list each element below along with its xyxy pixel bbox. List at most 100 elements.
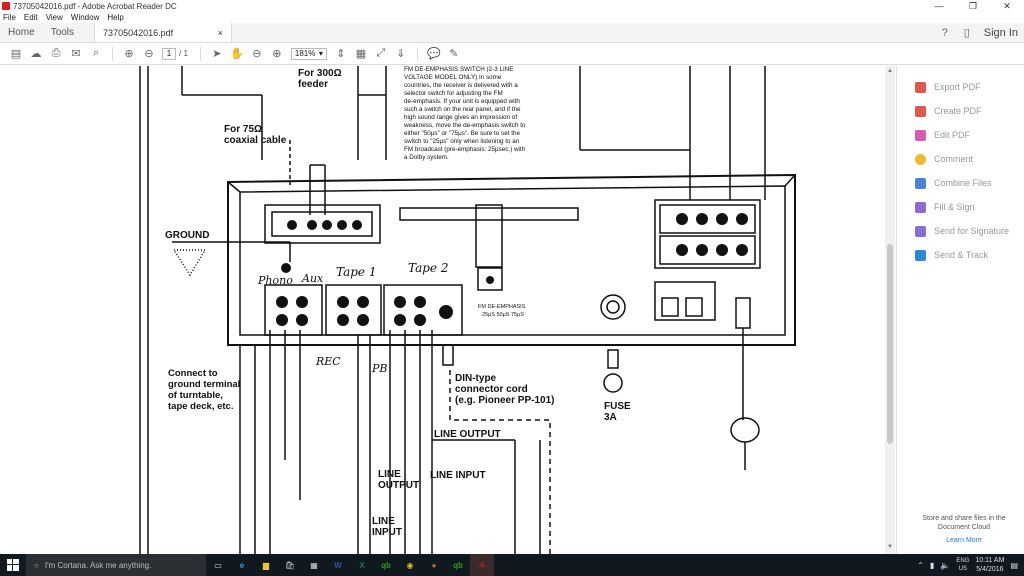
tool-label: Send & Track [934,250,989,260]
menu-window[interactable]: Window [70,13,100,22]
zoom-in-icon[interactable]: ⊕ [272,48,282,60]
label-line-output-left-2: OUTPUT [378,480,419,491]
tool-label: Comment [934,154,974,164]
cortana-search-box[interactable]: ○ I'm Cortana. Ask me anything. [26,554,206,576]
read-mode-icon[interactable]: ⇓ [396,48,406,60]
task-view-icon[interactable]: ▭ [214,560,222,570]
full-screen-icon[interactable]: ⤢ [376,47,386,59]
scroll-down-icon[interactable]: ▼ [887,544,893,550]
sign-in-link[interactable]: Sign In [983,26,1018,39]
file-explorer-icon[interactable]: ▆ [262,560,270,570]
scrollbar-thumb[interactable] [887,244,893,444]
text-line: weakness, move the de-emphasis switch to [403,122,526,129]
comment-icon[interactable]: 💬 [427,48,441,60]
tool-label: Fill & Sign [934,202,975,212]
label-coax-75: For 75Ω [224,124,262,135]
scroll-mode-icon[interactable]: ▦ [355,48,367,60]
restore-button[interactable]: ❐ [968,0,978,11]
tool-fill-sign[interactable]: Fill & Sign [915,200,975,214]
upload-cloud-icon[interactable]: ☁ [30,48,42,60]
text-line: either "50μs" or "75μs". Be sure to set … [404,130,520,137]
close-button[interactable]: ✕ [1003,0,1011,11]
tab-document[interactable]: 73705042016.pdf × [94,23,233,42]
firefox-icon[interactable]: ● [431,560,437,570]
label-connect-4: tape deck, etc. [168,401,233,412]
label-pb: PB [371,362,388,375]
text-line: high sound range gives an impression of [404,114,517,121]
deemphasis-text-block: FM DE-EMPHASIS SWITCH (2-3 LINE VOLTAGE … [403,66,526,161]
page-number-input[interactable]: 1 [162,47,176,60]
label-connect-2: ground terminal [168,379,240,390]
label-din-3: (e.g. Pioneer PP-101) [455,395,554,406]
document-scrollbar[interactable]: ▲ ▼ [885,66,895,554]
acrobat-taskbar-icon[interactable]: ⟁ [470,554,494,576]
region-code: US [958,566,968,572]
select-cursor-icon[interactable]: ➤ [212,48,222,60]
zoom-select[interactable]: 181% ▾ [290,47,327,60]
text-line: selector switch for adjusting the FM [404,90,503,97]
next-page-icon[interactable]: ⊖ [144,48,154,60]
show-hidden-icons-icon[interactable]: ⌃ [917,560,924,570]
text-line: FM broadcast (pre-emphasis: 25μsec.) wit… [404,146,526,153]
clock[interactable]: 10:11 AM 5/4/2016 [975,556,1004,574]
help-icon[interactable]: ? [941,26,948,39]
volume-icon[interactable]: 🔈 [940,560,951,570]
menu-help[interactable]: Help [107,13,124,22]
learn-more-link[interactable]: Learn More [946,537,982,544]
network-icon[interactable]: ▮ [929,560,935,570]
label-line-input-left-2: INPUT [372,527,402,538]
tool-comment[interactable]: Comment [915,152,973,166]
text-line: a Dolby system. [404,154,449,161]
menu-file[interactable]: File [3,13,16,22]
tab-tools[interactable]: Tools [50,27,75,38]
windows-logo-icon [7,559,19,571]
tool-create-pdf[interactable]: Create PDF [915,104,982,118]
chevron-down-icon: ▾ [318,49,323,58]
tab-home[interactable]: Home [8,27,35,38]
title-bar: 73705042016.pdf - Adobe Acrobat Reader D… [0,0,1024,12]
minimize-button[interactable]: — [934,1,944,11]
quickbooks-2-icon[interactable]: qb [453,560,463,570]
close-tab-icon[interactable]: × [217,27,224,38]
notifications-icon[interactable]: ▤ [1010,560,1018,570]
menu-view[interactable]: View [45,13,63,22]
edge-icon[interactable]: e [239,560,245,570]
email-icon[interactable]: ✉ [71,48,81,60]
mobile-link-icon[interactable]: ▯ [963,27,970,39]
print-icon[interactable]: ⎙ [51,47,61,59]
previous-page-icon[interactable]: ⊕ [124,48,134,60]
document-view[interactable]: For 300Ω feeder For 75Ω coaxial cable GR… [0,66,896,554]
tool-combine-files[interactable]: Combine Files [915,176,992,190]
store-icon[interactable]: 🛍 [284,560,296,570]
start-button[interactable] [0,554,26,576]
tool-export-pdf[interactable]: Export PDF [915,80,981,94]
label-fm-deemphasis: FM DE-EMPHASIS [478,304,526,310]
word-icon[interactable]: W [334,560,342,570]
label-feeder: feeder [298,79,328,90]
search-icon[interactable]: ⌕ [92,47,100,59]
label-feeder-300: For 300Ω [298,68,342,79]
send-signature-icon [915,225,926,237]
quickbooks-icon[interactable]: qb [381,560,391,570]
label-ground: GROUND [165,230,209,241]
page-total: / 1 [179,49,188,58]
menu-edit[interactable]: Edit [23,13,38,22]
media-icon[interactable]: ▦ [310,560,318,570]
text-line: de-emphasis. If your unit is equipped wi… [404,98,520,105]
acrobat-icon [2,2,10,10]
label-line-output-left-1: LINE [378,469,401,480]
tool-edit-pdf[interactable]: Edit PDF [915,128,970,142]
fit-page-icon[interactable]: ⇕ [336,48,346,60]
zoom-out-icon[interactable]: ⊖ [252,48,262,60]
excel-icon[interactable]: X [359,560,365,570]
tool-label: Send for Signature [934,226,1010,236]
save-icon[interactable]: ▤ [10,48,22,60]
scroll-up-icon[interactable]: ▲ [887,68,893,74]
hand-tool-icon[interactable]: ✋ [230,48,244,60]
tool-send-track[interactable]: Send & Track [915,248,988,262]
chrome-icon[interactable]: ◉ [406,560,414,570]
tool-send-for-signature[interactable]: Send for Signature [915,224,1009,238]
label-line-input-mid: LINE INPUT [430,470,486,481]
highlight-pen-icon[interactable]: ✎ [449,48,459,60]
language-indicator[interactable]: ENG US [956,557,969,573]
